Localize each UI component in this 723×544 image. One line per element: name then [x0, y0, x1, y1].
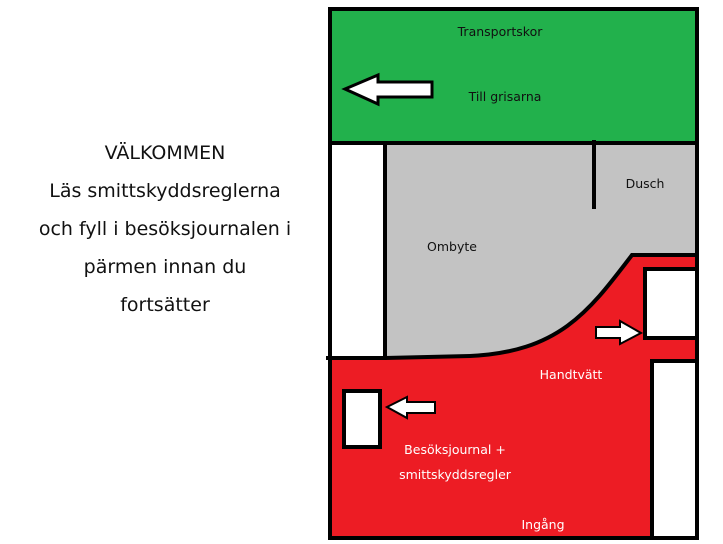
green-zone	[330, 9, 697, 143]
right-door-box	[643, 267, 699, 340]
welcome-line: och fyll i besöksjournalen i	[38, 218, 292, 240]
welcome-line: fortsätter	[120, 294, 210, 316]
right-lower-box	[650, 359, 699, 540]
journal-label-line1: Besöksjournal +	[404, 442, 506, 457]
curved-wall	[326, 253, 699, 360]
entrance-label: Ingång	[521, 517, 564, 532]
welcome-line: Läs smittskyddsreglerna	[49, 180, 281, 202]
journal-label-line2: smittskyddsregler	[399, 467, 512, 482]
welcome-line: pärmen innan du	[83, 256, 247, 278]
welcome-text: VÄLKOMMEN Läs smittskyddsreglerna och fy…	[0, 134, 330, 324]
left-corridor	[328, 141, 387, 360]
arrow-left-icon	[341, 72, 434, 107]
outer-frame	[328, 7, 699, 540]
arrow-left-icon	[384, 395, 436, 420]
shower-label: Dusch	[626, 176, 665, 191]
green-zone-subtitle: Till grisarna	[468, 89, 542, 104]
arrow-right-icon	[595, 319, 644, 346]
handwash-label: Handtvätt	[540, 367, 603, 382]
welcome-heading: VÄLKOMMEN	[104, 142, 226, 164]
green-zone-title: Transportskor	[457, 24, 544, 39]
grey-zone	[385, 143, 697, 358]
changing-label: Ombyte	[427, 239, 477, 254]
journal-box	[342, 389, 382, 449]
